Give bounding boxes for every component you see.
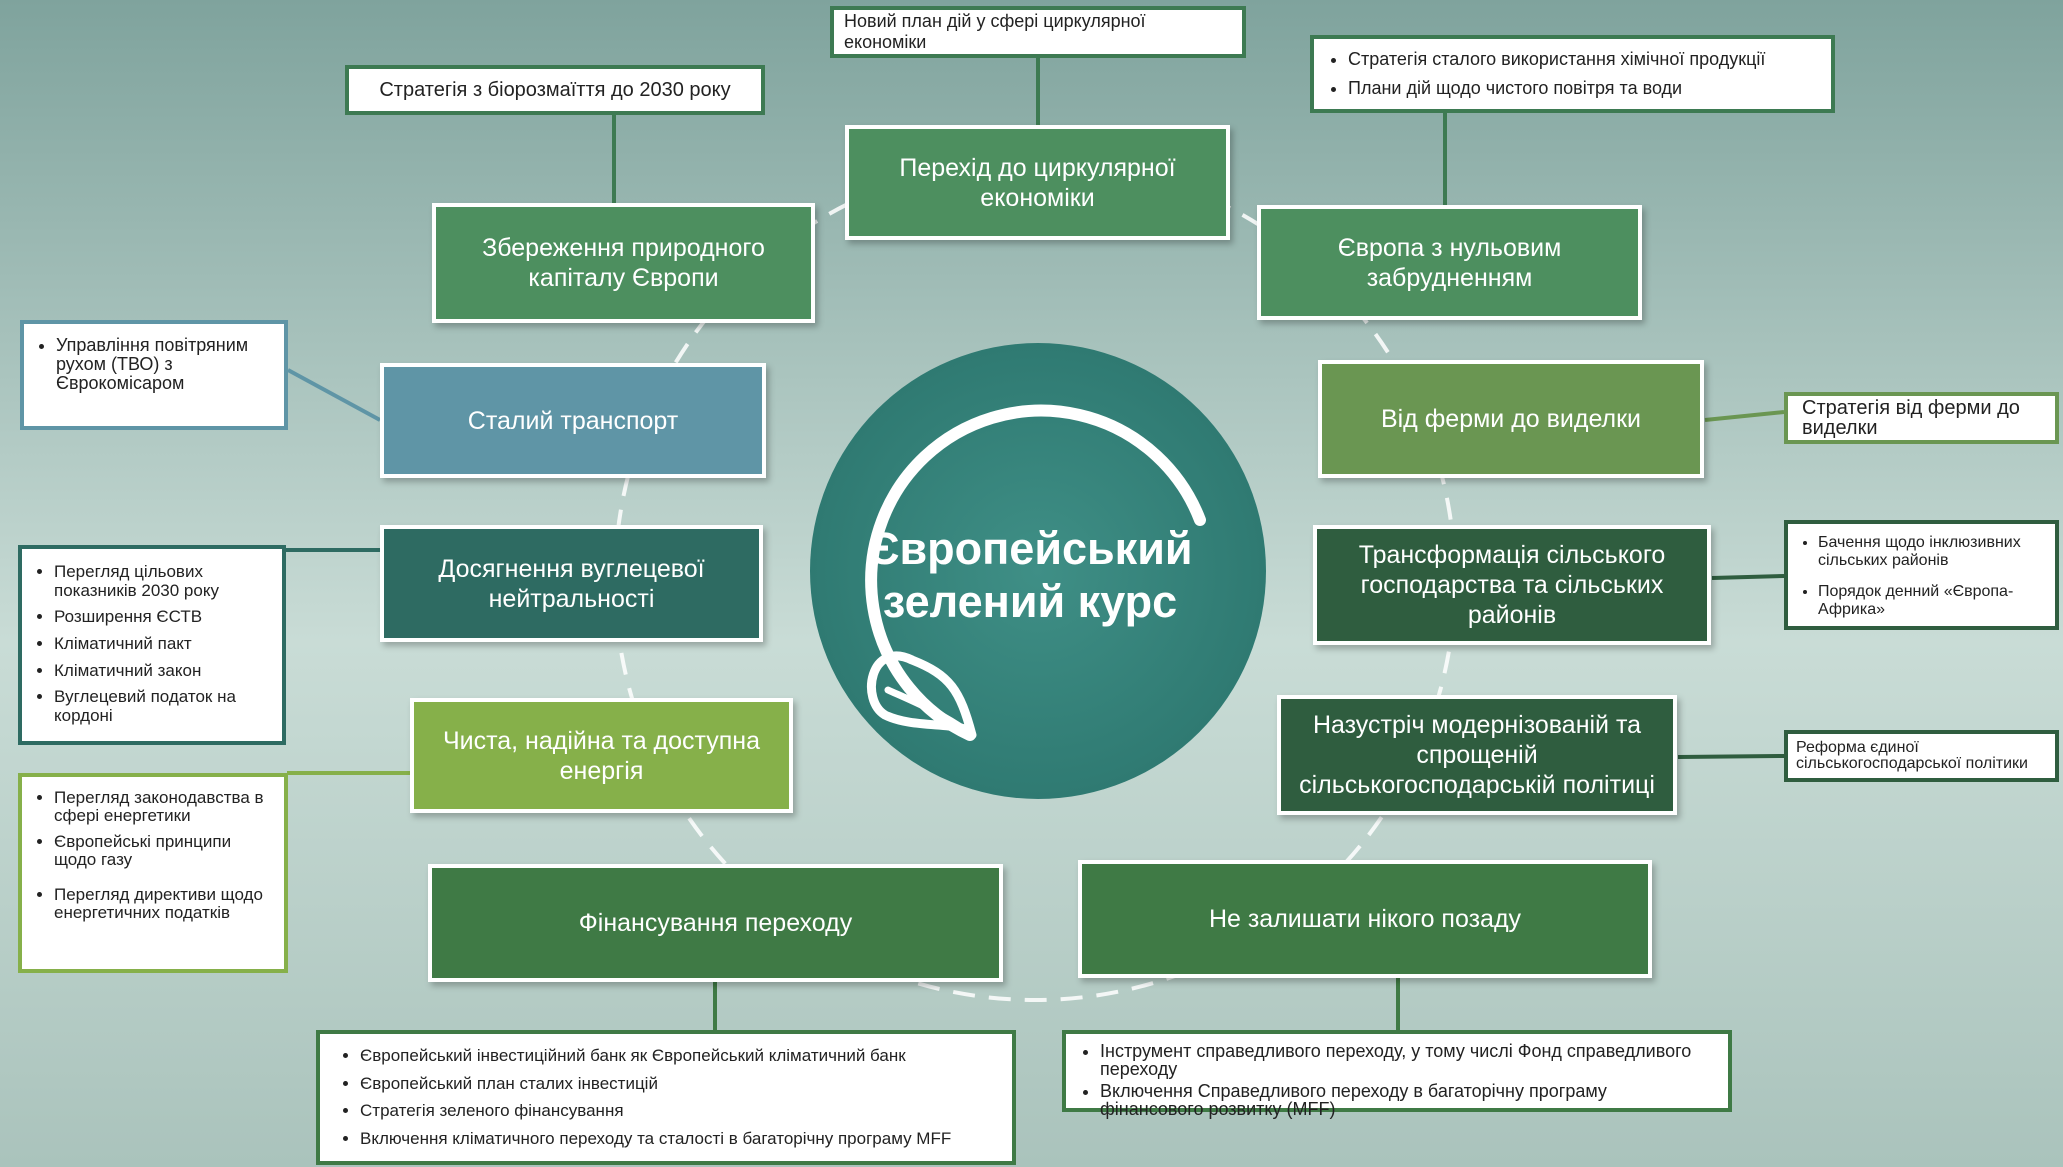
note-list: Перегляд цільових показників 2030 року Р… (34, 562, 270, 726)
note-rural: Бачення щодо інклюзивних сільських район… (1784, 520, 2059, 630)
list-item: Стратегія зеленого фінансування (360, 1101, 992, 1121)
hub-title: Європейський зелений курс (860, 522, 1200, 628)
note-biodiversity: Стратегія з біорозмаїття до 2030 року (345, 65, 765, 115)
connector-transport (287, 368, 381, 422)
branch-leave-no-one-behind[interactable]: Не залишати нікого позаду (1078, 860, 1652, 978)
list-item: Включення кліматичного переходу та стало… (360, 1129, 992, 1149)
branch-sustainable-transport[interactable]: Сталий транспорт (380, 363, 766, 478)
branch-label: Назустріч модернізованій та спрощеній сі… (1299, 711, 1655, 799)
note-energy: Перегляд законодавства в сфері енергетик… (18, 773, 288, 973)
branch-natural-capital[interactable]: Збереження природного капіталу Європи (432, 203, 815, 323)
branch-farm-to-fork[interactable]: Від ферми до виделки (1318, 360, 1704, 478)
branch-label: Сталий транспорт (467, 406, 679, 435)
hub-title-line2: зелений курс (882, 576, 1178, 628)
connector-rural (1711, 574, 1785, 580)
note-list: Стратегія сталого використання хімічної … (1328, 49, 1817, 98)
list-item: Розширення ЄСТВ (54, 608, 270, 627)
branch-financing[interactable]: Фінансування переходу (428, 864, 1003, 982)
list-item: Вуглецевий податок на кордоні (54, 687, 270, 725)
note-zero-pollution: Стратегія сталого використання хімічної … (1310, 35, 1835, 113)
branch-circular-economy[interactable]: Перехід до циркулярної економіки (845, 125, 1230, 240)
connector-farm (1704, 410, 1785, 422)
list-item: Інструмент справедливого переходу, у том… (1100, 1042, 1714, 1078)
list-item: Європейський план сталих інвестицій (360, 1074, 992, 1094)
note-farm-to-fork: Стратегія від ферми до виделки (1784, 392, 2059, 444)
note-list: Управління повітряним рухом (ТВО) з Євро… (36, 336, 272, 393)
note-financing: Європейський інвестиційний банк як Європ… (316, 1030, 1016, 1165)
list-item: Стратегія сталого використання хімічної … (1348, 49, 1817, 70)
list-item: Плани дій щодо чистого повітря та води (1348, 78, 1817, 99)
list-item: Включення Справедливого переходу в багат… (1100, 1082, 1714, 1118)
branch-label: Європа з нульовим забрудненням (1337, 233, 1562, 292)
list-item: Перегляд директиви щодо енергетичних под… (54, 886, 272, 922)
note-list: Європейський інвестиційний банк як Європ… (340, 1046, 992, 1148)
leaf-icon (867, 651, 977, 740)
connector-cap (1677, 754, 1785, 759)
note-list: Інструмент справедливого переходу, у том… (1080, 1042, 1714, 1118)
branch-label: Перехід до циркулярної економіки (899, 153, 1176, 212)
branch-rural-transformation[interactable]: Трансформація сільського господарства та… (1313, 525, 1711, 645)
branch-label: Досягнення вуглецевої нейтральності (438, 554, 705, 613)
hub-title-line1: Європейський (867, 523, 1193, 574)
branch-clean-energy[interactable]: Чиста, надійна та доступна енергія (410, 698, 793, 813)
note-list: Перегляд законодавства в сфері енергетик… (34, 789, 272, 922)
list-item: Європейський інвестиційний банк як Європ… (360, 1046, 992, 1066)
list-item: Порядок денний «Європа-Африка» (1818, 583, 2045, 620)
branch-label: Від ферми до виделки (1380, 405, 1642, 433)
hub-ring-arc (865, 404, 1206, 741)
branch-zero-pollution[interactable]: Європа з нульовим забрудненням (1257, 205, 1642, 320)
branch-label: Збереження природного капіталу Європи (482, 234, 765, 292)
list-item: Кліматичний закон (54, 661, 270, 681)
note-list: Бачення щодо інклюзивних сільських район… (1798, 534, 2045, 620)
branch-label: Чиста, надійна та доступна енергія (442, 726, 761, 785)
branch-carbon-neutrality[interactable]: Досягнення вуглецевої нейтральності (380, 525, 763, 642)
note-carbon-neutrality: Перегляд цільових показників 2030 року Р… (18, 545, 286, 745)
branch-label: Фінансування переходу (578, 909, 853, 937)
list-item: Кліматичний пакт (54, 634, 270, 654)
list-item: Європейські принципи щодо газу (54, 832, 272, 869)
list-item: Управління повітряним рухом (ТВО) з Євро… (56, 336, 272, 393)
list-item: Перегляд цільових показників 2030 року (54, 562, 270, 600)
branch-label: Трансформація сільського господарства та… (1358, 541, 1666, 629)
branch-cap[interactable]: Назустріч модернізованій та спрощеній сі… (1277, 695, 1677, 815)
list-item: Бачення щодо інклюзивних сільських район… (1818, 534, 2045, 571)
note-cap: Реформа єдиної сільськогосподарської пол… (1784, 730, 2059, 782)
list-item: Перегляд законодавства в сфері енергетик… (54, 789, 272, 825)
branch-label: Не залишати нікого позаду (1208, 905, 1522, 933)
note-leave-no-one: Інструмент справедливого переходу, у том… (1062, 1030, 1732, 1118)
note-circular-economy: Новий план дій у сфері циркулярної еконо… (830, 6, 1246, 58)
note-transport: Управління повітряним рухом (ТВО) з Євро… (20, 320, 288, 430)
